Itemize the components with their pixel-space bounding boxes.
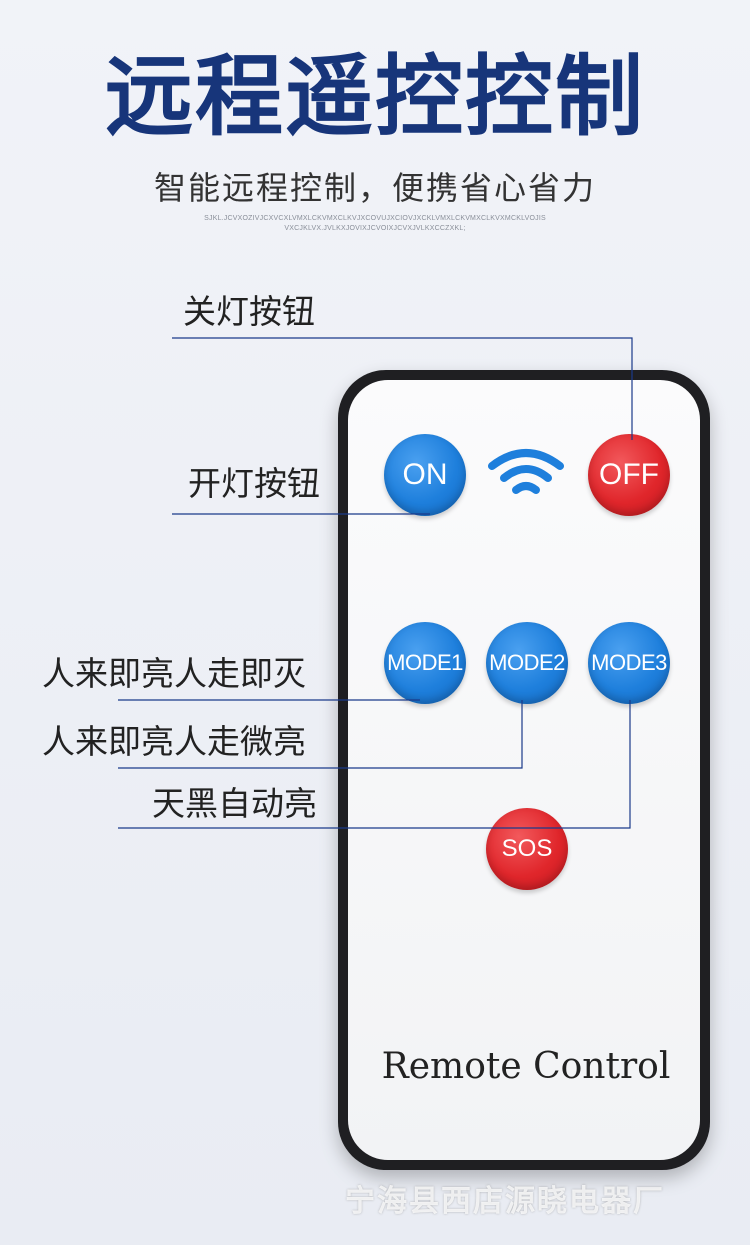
callout-mode1: 人来即亮人走即灭 bbox=[42, 654, 306, 693]
watermark: 宁海县西店源晓电器厂 bbox=[345, 1184, 665, 1219]
page-subtitle: 智能远程控制，便携省心省力 bbox=[153, 169, 596, 207]
remote-control-label: Remote Control bbox=[381, 1046, 671, 1087]
fine-print-line-1: SJKL.JCVXOZIVJCXVCXLVMXLCKVMXCLKVJXCOVUJ… bbox=[204, 215, 546, 222]
page-title: 远程遥控控制 bbox=[104, 45, 645, 148]
sos-button[interactable]: SOS bbox=[486, 808, 568, 890]
callout-on-button: 开灯按钮 bbox=[188, 464, 320, 503]
on-button[interactable]: ON bbox=[384, 434, 466, 516]
mode2-button[interactable]: MODE2 bbox=[486, 622, 568, 704]
fine-print-line-2: VXCJKLVX.JVLKXJOVIXJCVOIXJCVXJVLKXCCZXKL… bbox=[284, 225, 466, 232]
mode2-button-label: MODE2 bbox=[489, 650, 565, 675]
sos-button-label: SOS bbox=[501, 835, 553, 862]
mode3-button[interactable]: MODE3 bbox=[588, 622, 670, 704]
off-button-label: OFF bbox=[599, 458, 659, 491]
mode1-button[interactable]: MODE1 bbox=[384, 622, 466, 704]
callout-mode3: 天黑自动亮 bbox=[152, 784, 317, 823]
mode1-button-label: MODE1 bbox=[387, 650, 463, 675]
on-button-label: ON bbox=[402, 458, 448, 491]
off-button[interactable]: OFF bbox=[588, 434, 670, 516]
callout-off-button: 关灯按钮 bbox=[183, 292, 315, 331]
callout-mode2: 人来即亮人走微亮 bbox=[42, 722, 306, 761]
mode3-button-label: MODE3 bbox=[591, 650, 667, 675]
wifi-icon bbox=[488, 449, 564, 494]
